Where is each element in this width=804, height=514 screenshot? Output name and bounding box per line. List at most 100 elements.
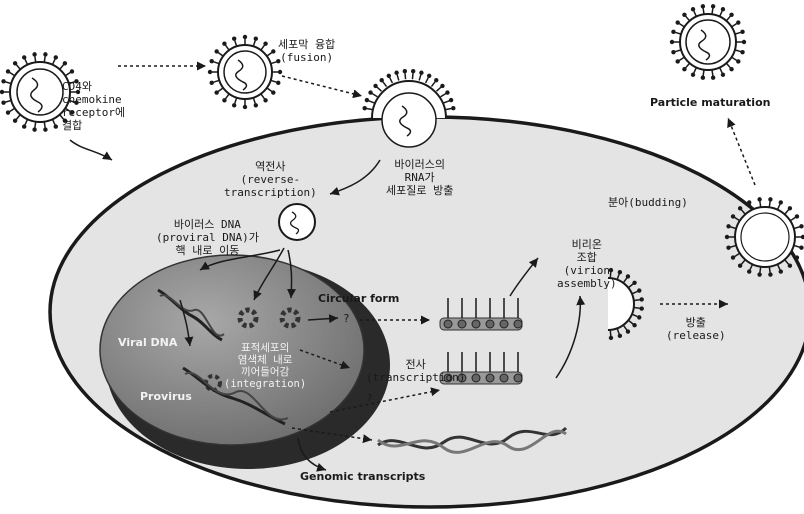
envelope-spike-knob xyxy=(730,214,736,219)
envelope-spike xyxy=(64,71,71,77)
label-provirus: Provirus xyxy=(140,390,192,403)
envelope-spike xyxy=(43,121,46,128)
ribosome xyxy=(471,319,481,329)
envelope-spike-knob xyxy=(787,206,793,211)
envelope-spike-knob xyxy=(263,98,268,103)
envelope-spike-knob xyxy=(242,34,248,40)
arrow-binding xyxy=(69,139,113,161)
envelope-spike-knob xyxy=(402,68,408,74)
envelope-spike xyxy=(633,298,640,302)
envelope-spike-knob xyxy=(608,267,614,273)
envelope-spike-knob xyxy=(263,41,268,46)
envelope-spike xyxy=(693,67,698,74)
envelope-spike-knob xyxy=(440,83,445,89)
arrow-genomic-to-assembly xyxy=(555,295,586,379)
envelope-spike-knob xyxy=(373,83,378,89)
envelope-spike-knob xyxy=(710,75,716,80)
envelope-spike-knob xyxy=(617,333,623,339)
envelope-spike-knob xyxy=(632,280,637,285)
envelope-spike-knob xyxy=(740,49,745,55)
envelope-spike-knob xyxy=(448,97,454,103)
ribosome xyxy=(443,319,453,329)
ribosome xyxy=(513,373,523,383)
arrow-maturation xyxy=(727,117,756,186)
envelope-spike-knob xyxy=(737,263,743,268)
envelope-spike-knob xyxy=(43,127,48,132)
envelope-spike xyxy=(213,61,220,65)
arrow-integration-to-transcription xyxy=(299,349,351,370)
arrow-circular-form xyxy=(307,314,339,324)
arrow-provirus-transcription xyxy=(329,387,441,413)
label-particle-maturation: Particle maturation xyxy=(650,96,771,109)
envelope-spike xyxy=(59,64,65,70)
envelope-spike xyxy=(5,81,12,85)
label-reverse-transcription: 역전사 (reverse- transcription) xyxy=(224,160,317,199)
envelope-spike-knob xyxy=(419,70,424,75)
envelope-spike-knob xyxy=(222,98,227,103)
envelope-spike xyxy=(784,259,790,265)
envelope-spike xyxy=(270,79,277,83)
envelope-spike xyxy=(734,252,741,258)
envelope-spike-knob xyxy=(637,315,642,320)
envelope-spike-knob xyxy=(736,59,741,64)
envelope-spike xyxy=(266,87,273,93)
envelope-spike xyxy=(64,107,71,113)
envelope-spike xyxy=(627,283,634,289)
label-circular-form: Circular form xyxy=(318,292,400,305)
envelope-spike-knob xyxy=(632,323,637,328)
envelope-spike-knob xyxy=(724,234,730,240)
envelope-spike-knob xyxy=(682,12,687,17)
envelope-spike-knob xyxy=(757,272,762,277)
envelope-spike xyxy=(793,226,800,230)
envelope-spike-knob xyxy=(675,59,680,64)
envelope-spike xyxy=(68,81,75,85)
envelope-spike-knob xyxy=(800,234,804,240)
envelope-spike-knob xyxy=(386,73,392,78)
envelope-spike xyxy=(366,107,373,111)
envelope-spike xyxy=(685,62,691,69)
envelope-spike-knob xyxy=(737,206,743,211)
arrow-provirus-genomic xyxy=(291,427,373,444)
envelope-spike-knob xyxy=(207,69,213,75)
envelope-spike-knob xyxy=(747,269,752,274)
ribosome xyxy=(471,373,481,383)
envelope-spike xyxy=(740,209,746,215)
envelope-spike-knob xyxy=(625,329,631,334)
envelope-spike xyxy=(675,31,682,35)
envelope-spike-knob xyxy=(410,68,416,74)
envelope-spike xyxy=(627,319,634,325)
envelope-spike xyxy=(784,209,790,215)
envelope-spike-knob xyxy=(799,245,804,250)
envelope-spike-knob xyxy=(62,118,68,123)
envelope-spike xyxy=(631,313,638,318)
virus-binding xyxy=(0,52,81,132)
envelope-spike xyxy=(376,86,383,92)
envelope-spike xyxy=(740,259,746,265)
envelope-spike-knob xyxy=(720,72,726,77)
label-virion-assembly: 비리온 조합 (virion assembly) xyxy=(557,238,617,290)
envelope-spike xyxy=(609,329,612,336)
ribosome xyxy=(457,319,467,329)
envelope-spike-knob xyxy=(271,49,276,54)
envelope-spike-knob xyxy=(32,127,37,132)
arrow-to-nucleus-2 xyxy=(253,247,285,301)
envelope-spike xyxy=(693,10,698,17)
label-binding: CD4와 chemokine receptor에 결합 xyxy=(62,80,126,132)
envelope-spike-knob xyxy=(434,78,439,83)
envelope-spike-knob xyxy=(209,58,214,64)
virus-approach xyxy=(207,34,283,110)
label-question-1: ? xyxy=(343,312,350,325)
envelope-spike-knob xyxy=(726,224,731,229)
envelope-spike-knob xyxy=(690,72,696,77)
envelope-spike-knob xyxy=(1,100,6,105)
envelope-spike xyxy=(382,81,388,88)
envelope-spike xyxy=(730,244,737,248)
envelope-spike xyxy=(213,79,220,83)
envelope-spike xyxy=(260,44,266,51)
envelope-spike-knob xyxy=(277,69,283,75)
envelope-spike xyxy=(443,100,450,104)
envelope-spike-knob xyxy=(747,200,752,205)
envelope-spike xyxy=(68,99,75,103)
